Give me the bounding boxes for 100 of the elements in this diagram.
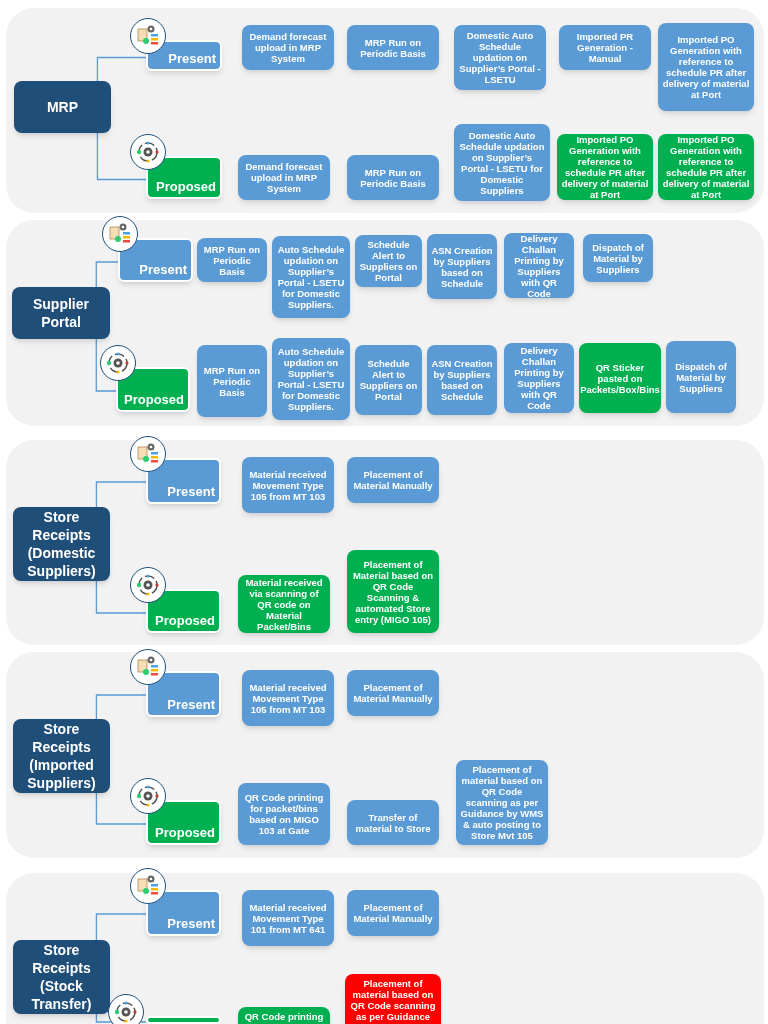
process-box <box>347 550 439 633</box>
stage-label: Proposed <box>155 825 215 841</box>
process-box <box>242 670 334 726</box>
step-label: MRP Run on Periodic Basis <box>202 364 262 398</box>
process-box <box>238 783 330 845</box>
step-label: ASN Creation by Suppliers based on Schedule <box>431 358 493 402</box>
step-label: Schedule Alert to Suppliers on Portal <box>359 239 418 283</box>
category-box <box>12 287 110 339</box>
step-label: Imported PO Generation with reference to schedule PR after delivery of material at Port <box>561 134 649 200</box>
step-label: Placement of material based on QR Code scanning as per Guidance <box>349 978 437 1022</box>
proposed-box <box>146 800 221 845</box>
connector-line <box>95 694 147 720</box>
step-label: Domestic Auto Schedule updation on Supplier’s Portal - LSETU <box>458 30 542 85</box>
category-label: Store Receipts (Domestic Suppliers) <box>26 508 97 580</box>
process-box <box>347 25 439 70</box>
process-box <box>347 890 439 936</box>
step-label: Placement of Material Manually <box>352 682 434 704</box>
process-box <box>272 338 350 420</box>
step-label: Placement of material based on QR Code scanning as per Guidance by WMS & auto posting to Store Mvt 105 <box>460 764 544 841</box>
step-label: Dispatch of Material by Suppliers <box>674 360 728 394</box>
step-label: Transfer of material to Store <box>354 811 432 834</box>
step-label: Demand forecast upload in MRP System <box>244 161 324 194</box>
step-label: Placement of Material based on QR Code Scanning & automated Store entry (MIGO 105) <box>351 558 435 625</box>
category-box <box>13 507 110 581</box>
stage-label: Proposed <box>155 613 215 629</box>
step-label: QR Sticker pasted on Packets/Box/Bins <box>580 361 660 395</box>
process-box <box>427 345 497 415</box>
step-label: Auto Schedule updation on Supplier’s Portal - LSETU for Domestic Suppliers. <box>276 346 346 412</box>
step-label: MRP Run on Periodic Basis <box>359 166 427 189</box>
process-box <box>197 345 267 417</box>
process-box <box>242 890 334 946</box>
step-label: Material received Movement Type 105 from MT 103 <box>248 681 328 715</box>
category-box <box>13 940 110 1014</box>
step-label: Delivery Challan Printing by Suppliers with QR Code <box>513 345 565 411</box>
step-label: Schedule Alert to Suppliers on Portal <box>359 358 418 402</box>
process-box <box>272 236 350 318</box>
connector-line <box>95 481 147 508</box>
step-label: Demand forecast upload in MRP System <box>248 31 328 64</box>
category-label: Supplier Portal <box>32 295 90 331</box>
step-label: MRP Run on Periodic Basis <box>202 243 262 277</box>
proposed-box <box>146 589 221 633</box>
connector-line <box>96 56 147 82</box>
stage-label: Proposed <box>156 179 216 195</box>
process-box <box>658 23 754 111</box>
present-box <box>146 458 221 504</box>
step-label: MRP Run on Periodic Basis <box>359 36 427 59</box>
category-label: Store Receipts (Imported Suppliers) <box>26 720 97 792</box>
process-box <box>355 345 422 415</box>
stage-label: Present <box>167 916 215 932</box>
proposed-box <box>146 156 222 199</box>
present-box <box>118 238 193 282</box>
step-label: Domestic Auto Schedule updation on Supplier’s Portal - LSETU for Domestic Suppliers <box>458 129 546 196</box>
step-label: Material received Movement Type 101 from MT 641 <box>248 901 328 935</box>
step-label: Placement of Material Manually <box>352 902 434 924</box>
proposed-box <box>116 367 190 412</box>
process-box <box>347 800 439 845</box>
step-label: Material received Movement Type 105 from MT 103 <box>248 468 328 502</box>
step-label: QR Code printing for packet/bins based on MIGO 103 at Gate <box>243 792 325 836</box>
process-box <box>238 575 330 633</box>
process-box <box>504 343 574 413</box>
connector-line <box>95 338 117 392</box>
step-label: Dispatch of Material by Suppliers <box>591 241 645 275</box>
step-label: Auto Schedule updation on Supplier’s Portal - LSETU for Domestic Suppliers. <box>276 244 346 310</box>
process-box <box>583 234 653 282</box>
process-box <box>242 25 334 70</box>
stage-label: Present <box>139 262 187 278</box>
process-box <box>427 234 497 299</box>
stage-label: Present <box>167 697 215 713</box>
category-box <box>13 719 110 793</box>
proposed-box <box>146 1016 221 1024</box>
step-label: Imported PO Generation with reference to schedule PR after delivery of material at Port <box>662 134 750 200</box>
process-box <box>504 233 574 298</box>
process-box <box>347 670 439 716</box>
connector-line <box>96 132 147 181</box>
connector-line <box>95 913 147 941</box>
category-box <box>14 81 111 133</box>
stage-label: Present <box>167 484 215 500</box>
connector-line <box>95 580 147 614</box>
process-box <box>238 155 330 200</box>
stage-label: Present <box>168 51 216 67</box>
process-box <box>579 343 661 413</box>
step-label: ASN Creation by Suppliers based on Schedule <box>431 244 493 289</box>
step-label: Placement of Material Manually <box>352 469 434 491</box>
connector-line <box>95 792 147 825</box>
process-box <box>559 25 651 70</box>
process-box <box>347 155 439 200</box>
process-box <box>666 341 736 413</box>
present-box <box>146 890 221 936</box>
step-label: Delivery Challan Printing by Suppliers with QR Code <box>513 232 565 299</box>
step-label: Imported PR Generation - Manual <box>575 31 635 64</box>
present-box <box>146 671 221 717</box>
stage-label: Proposed <box>124 392 184 408</box>
step-label: QR Code printing <box>244 1011 324 1022</box>
step-label: Material received via scanning of QR code on Material Packet/Bins <box>244 576 324 632</box>
present-box <box>146 40 222 71</box>
step-label: Imported PO Generation with reference to schedule PR after delivery of material at Port <box>662 34 750 100</box>
category-label: Store Receipts (Stock Transfer) <box>30 941 93 1013</box>
category-label: MRP <box>46 98 79 116</box>
process-box <box>242 457 334 513</box>
process-box <box>347 457 439 503</box>
